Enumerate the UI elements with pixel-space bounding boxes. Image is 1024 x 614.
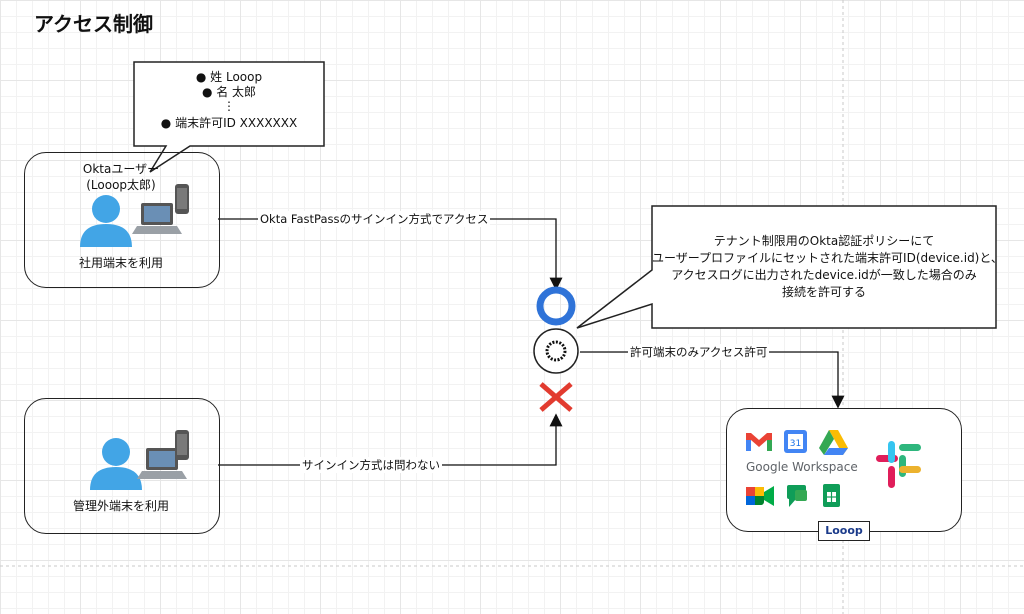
smartphone-icon — [175, 430, 189, 460]
gmail-icon — [746, 433, 772, 451]
unmanaged-device-label: 管理外端末を利用 — [72, 499, 169, 513]
sheets-icon — [823, 484, 840, 507]
profile-field: ● 名 太郎 — [201, 85, 257, 99]
policy-line: アクセスログに出力されたdevice.idが一致した場合のみ — [671, 268, 977, 282]
policy-line: ユーザープロファイルにセットされた端末許可ID(device.id)と、 — [652, 251, 1003, 265]
page-title: アクセス制御 — [34, 12, 153, 36]
laptop-icon — [132, 203, 182, 234]
policy-line: テナント制限用のOkta認証ポリシーにて — [713, 234, 935, 248]
chat-icon — [787, 485, 807, 507]
policy-text: テナント制限用のOkta認証ポリシーにて ユーザープロファイルにセットされた端末… — [652, 233, 1003, 301]
looop-logo: Looop — [818, 521, 870, 541]
svg-text:31: 31 — [790, 439, 801, 449]
unmanaged-device-box — [24, 398, 220, 534]
profile-field: ● 端末許可ID XXXXXXX — [160, 116, 298, 130]
google-workspace-label: Google Workspace — [746, 460, 858, 474]
corporate-device-label: 社用端末を利用 — [78, 256, 163, 270]
policy-callout — [576, 205, 997, 329]
services-box — [726, 408, 962, 532]
slack-icon — [876, 441, 921, 488]
allow-circle-icon — [536, 286, 576, 326]
policy-line: 接続を許可する — [781, 285, 866, 299]
profile-callout — [133, 61, 325, 173]
laptop-icon — [137, 448, 187, 479]
deny-cross-icon — [539, 382, 573, 412]
allowed-edge-label: 許可端末のみアクセス許可 — [628, 344, 770, 360]
person-icon — [80, 195, 132, 247]
person-icon — [90, 438, 142, 490]
smartphone-icon — [175, 184, 189, 214]
okta-user-box — [24, 152, 220, 288]
meet-icon — [746, 486, 774, 506]
calendar-icon: 31 — [784, 430, 807, 453]
profile-field: ● 姓 Looop — [195, 70, 263, 84]
fastpass-edge-label: Okta FastPassのサインイン方式でアクセス — [258, 211, 491, 227]
any-signin-edge-label: サインイン方式は問わない — [300, 457, 442, 473]
okta-icon — [533, 328, 579, 374]
okta-user-display: (Looop太郎) — [86, 178, 156, 192]
okta-user-name: Oktaユーザー — [82, 162, 160, 176]
profile-fields: ● 姓 Looop ● 名 太郎 ⋮ ● 端末許可ID XXXXXXX — [136, 70, 322, 131]
drive-icon — [819, 430, 848, 455]
profile-field: ⋮ — [223, 99, 235, 113]
